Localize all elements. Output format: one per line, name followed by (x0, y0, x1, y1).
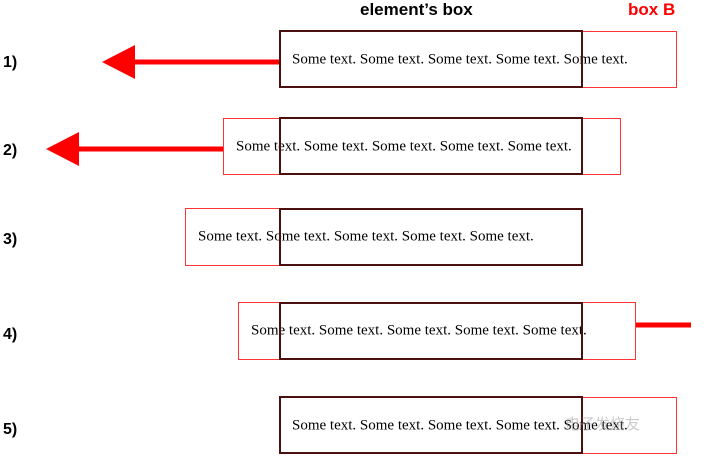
row-1-element-box (279, 30, 583, 88)
row-3-number: 3) (3, 231, 18, 248)
row-5-box-b-text: Some text. Some text. Some text. Some te… (292, 417, 628, 433)
row-4-box-b-text: Some text. Some text. Some text. Some te… (251, 322, 587, 339)
row-1-left-arrow (102, 45, 279, 79)
row-3-element-box (279, 208, 583, 266)
row-2-element-box (279, 117, 583, 175)
row-4-number: 4) (3, 326, 18, 343)
row-5-element-box (279, 396, 583, 454)
row-1-box-b-text: Some text. Some text. Some text. Some te… (292, 51, 628, 67)
element-box-header: element’s box (360, 0, 473, 19)
row-3-box-b-text: Some text. Some text. Some text. Some te… (198, 228, 534, 245)
row-2-left-arrow (46, 132, 223, 166)
row-4-element-box (279, 302, 583, 360)
row-5-number: 5) (3, 421, 18, 438)
box-b-header: box B (628, 0, 676, 19)
row-2-number: 2) (3, 142, 18, 159)
row-1-number: 1) (3, 54, 18, 71)
watermark-logo: 电子发烧友 (565, 415, 641, 433)
row-2-box-b-text: Some text. Some text. Some text. Some te… (236, 138, 572, 154)
